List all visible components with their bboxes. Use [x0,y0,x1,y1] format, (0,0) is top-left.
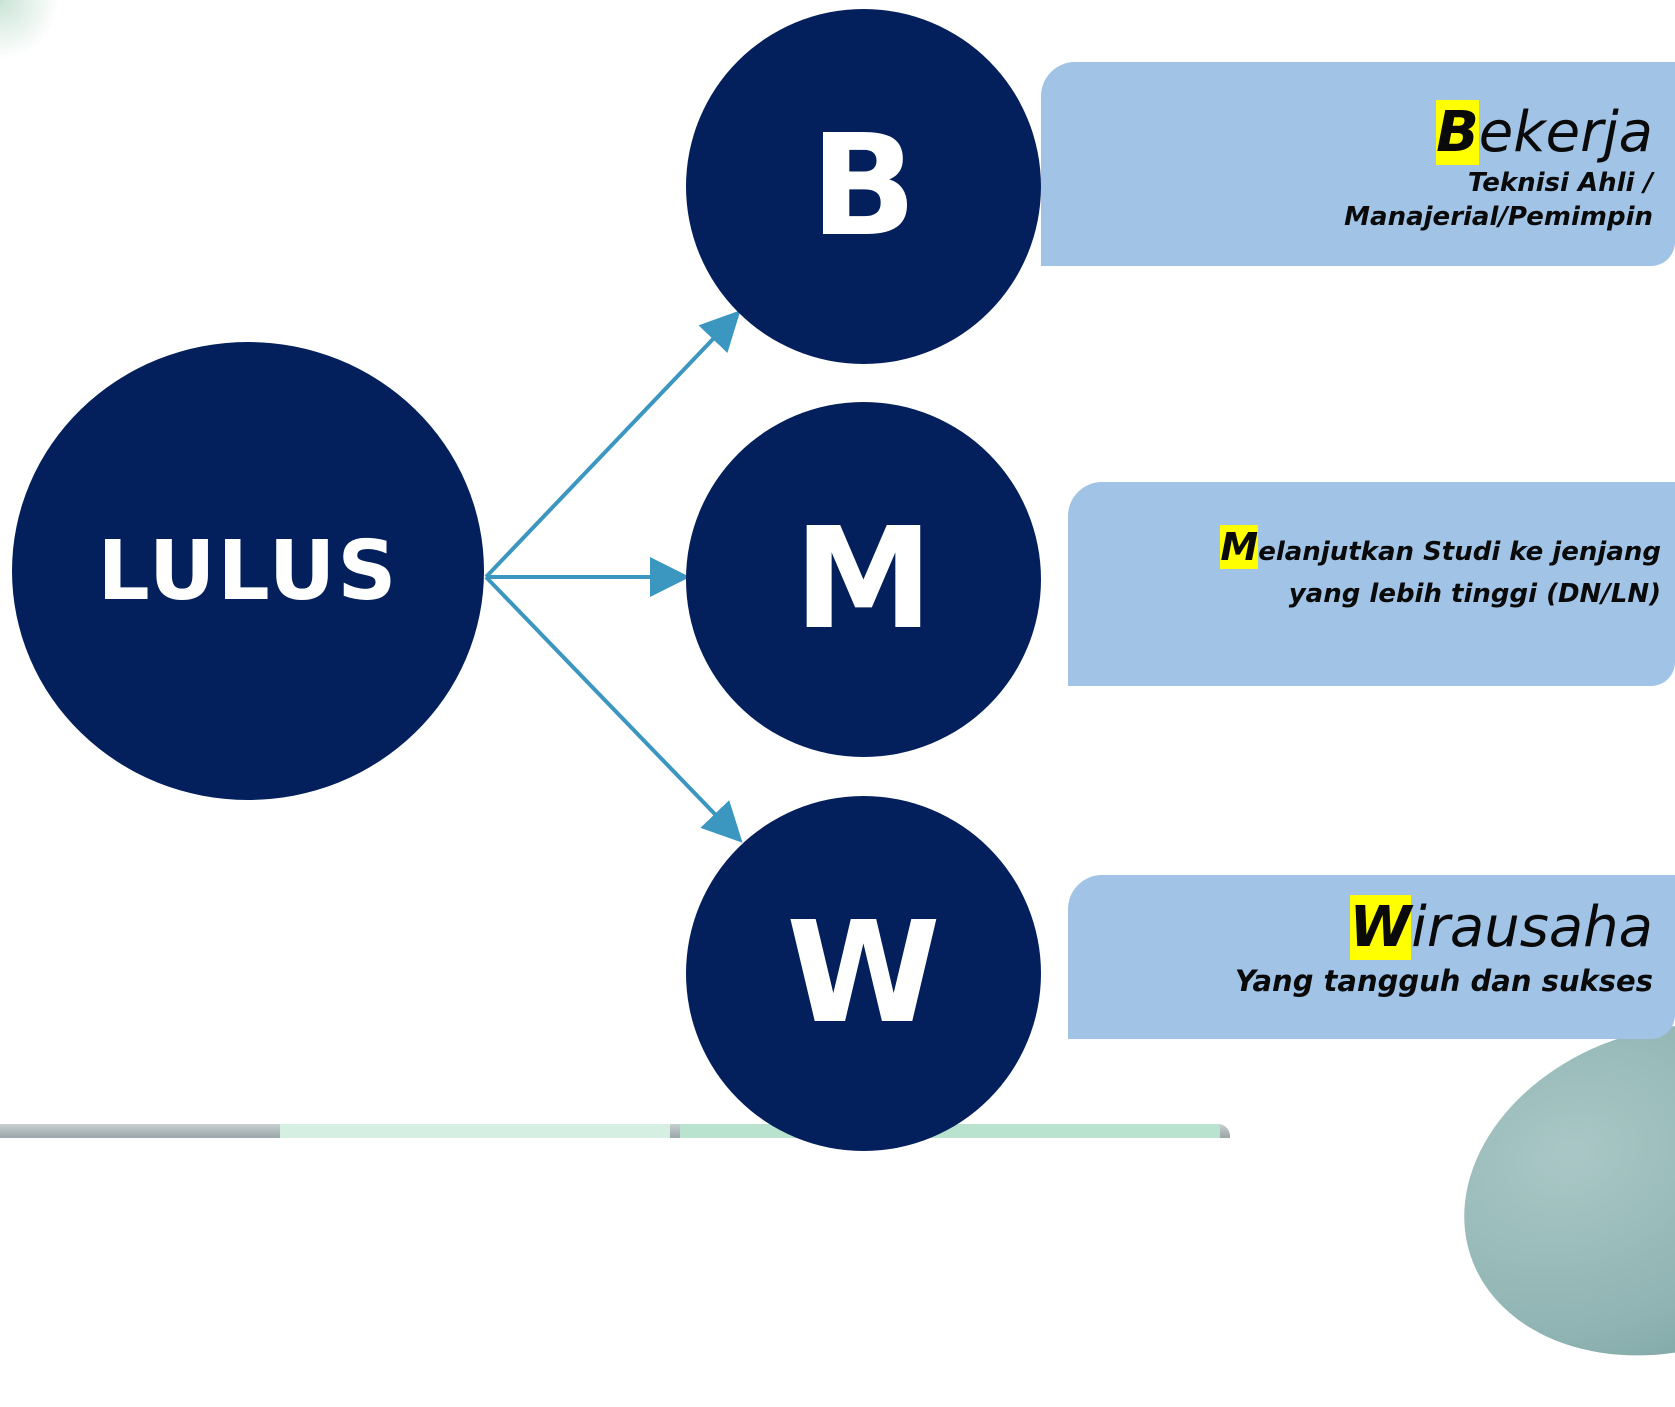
lulus-node: LULUS [12,342,484,800]
connector-arrows [484,310,743,843]
wirausaha-title: Wirausaha [1068,895,1653,961]
bekerja-title-rest: ekerja [1478,100,1653,165]
melanjutkan-box: Melanjutkan Studi ke jenjang yang lebih … [1068,482,1675,686]
bekerja-letter: B [810,105,917,268]
lulus-label: LULUS [97,523,399,619]
wirausaha-title-rest: irausaha [1411,895,1653,960]
wirausaha-line-1: Yang tangguh dan sukses [1234,964,1653,998]
melanjutkan-node: M [686,402,1041,757]
bekerja-node: B [686,9,1041,364]
melanjutkan-title-rest: elanjutkan Studi ke jenjang [1258,537,1661,567]
melanjutkan-line-1: yang lebih tinggi (DN/LN) [1288,579,1661,609]
wirausaha-title-initial: W [1349,895,1412,960]
melanjutkan-letter: M [793,498,934,661]
decorative-strip-segment [280,1124,670,1138]
melanjutkan-title: Melanjutkan Studi ke jenjang [1068,525,1661,573]
wirausaha-box: Wirausaha Yang tangguh dan sukses [1068,875,1675,1039]
bekerja-title: Bekerja [1041,100,1653,166]
corner-decoration [0,0,60,60]
bekerja-box: Bekerja Teknisi Ahli / Manajerial/Pemimp… [1041,62,1675,266]
bekerja-line-1: Teknisi Ahli / [1467,168,1653,198]
bekerja-line-2: Manajerial/Pemimpin [1344,202,1653,232]
bekerja-title-initial: B [1436,100,1479,165]
arrow-to-w [484,575,743,843]
wirausaha-letter: W [786,892,941,1055]
melanjutkan-title-initial: M [1220,525,1259,569]
wirausaha-node: W [686,796,1041,1151]
arrow-to-b [484,310,741,579]
